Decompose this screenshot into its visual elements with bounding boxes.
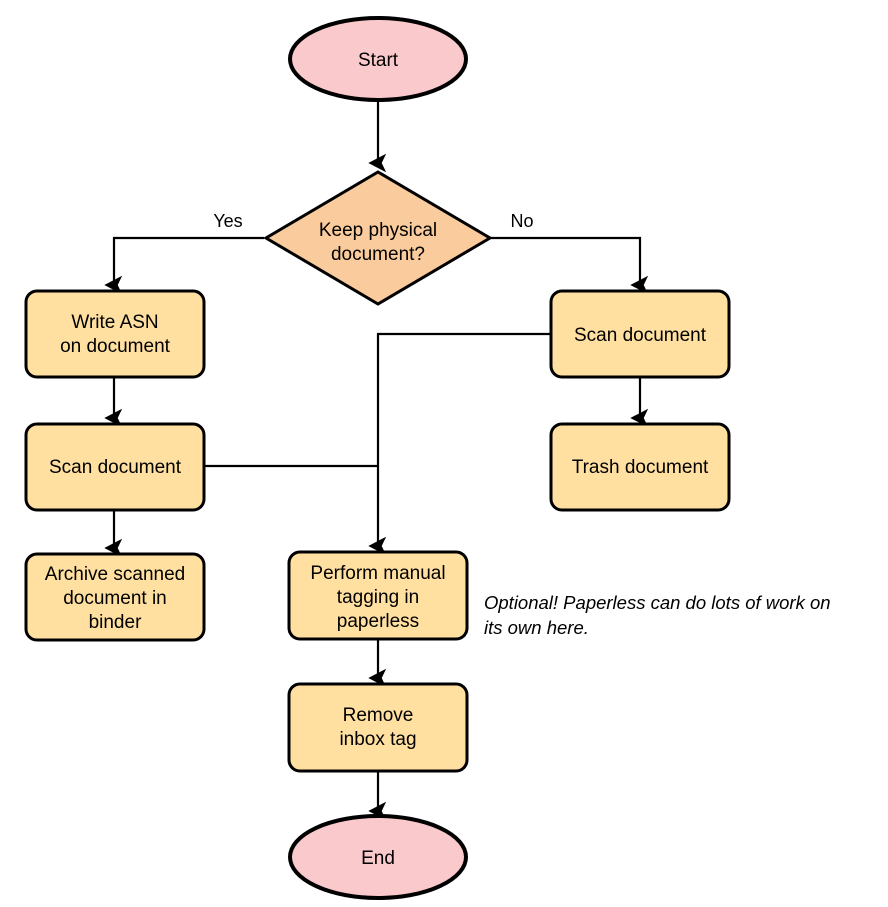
- node-scan-document-right[interactable]: Scan document: [549, 289, 731, 379]
- remove-inbox-tag-box-shape: [287, 682, 469, 773]
- node-archive-scanned-document[interactable]: Archive scanned document in binder: [24, 552, 206, 642]
- archive-label-line2: document in: [63, 588, 167, 609]
- scan-document-right-box-shape: [549, 289, 731, 379]
- edge-scan-right-to-manual-tagging: [368, 332, 551, 556]
- remove-inbox-label-line1: Remove: [343, 705, 414, 726]
- node-end[interactable]: End: [288, 814, 468, 900]
- scan-document-right-label: Scan document: [574, 325, 707, 346]
- decision-label-line2: document?: [331, 244, 425, 265]
- manual-tagging-label-line1: Perform manual: [310, 563, 445, 584]
- edge-label-no: No: [510, 211, 533, 231]
- end-label: End: [361, 848, 395, 869]
- trash-document-label: Trash document: [572, 457, 709, 478]
- archive-label-line1: Archive scanned: [45, 564, 185, 585]
- edge-label-yes: Yes: [213, 211, 242, 231]
- node-start[interactable]: Start: [288, 16, 468, 102]
- start-ellipse-shape: [288, 16, 468, 102]
- decision-diamond-shape: [263, 170, 493, 306]
- edge-decision-yes-to-write-asn: [104, 236, 264, 295]
- edge-decision-no-to-scan-right: [490, 236, 649, 295]
- annotation-note-line1: Optional! Paperless can do lots of work …: [484, 592, 831, 613]
- manual-tagging-box-shape: [287, 550, 469, 641]
- start-label: Start: [358, 50, 399, 71]
- manual-tagging-label-line3: paperless: [337, 611, 419, 632]
- node-perform-manual-tagging[interactable]: Perform manual tagging in paperless: [287, 550, 469, 641]
- node-decision-keep-physical-document[interactable]: Keep physical document?: [263, 170, 493, 306]
- write-asn-box-shape: [24, 289, 206, 379]
- annotation-optional-note: Optional! Paperless can do lots of work …: [484, 592, 831, 638]
- node-remove-inbox-tag[interactable]: Remove inbox tag: [287, 682, 469, 773]
- node-scan-document-left[interactable]: Scan document: [24, 422, 206, 512]
- scan-document-left-label: Scan document: [49, 457, 182, 478]
- node-trash-document[interactable]: Trash document: [549, 422, 731, 512]
- archive-box-shape: [24, 552, 206, 642]
- archive-label-line3: binder: [89, 612, 142, 633]
- trash-document-box-shape: [549, 422, 731, 512]
- write-asn-label-line2: on document: [60, 336, 171, 357]
- node-write-asn-on-document[interactable]: Write ASN on document: [24, 289, 206, 379]
- annotation-note-line2: its own here.: [484, 617, 589, 638]
- manual-tagging-label-line2: tagging in: [337, 587, 419, 608]
- write-asn-label-line1: Write ASN: [71, 312, 158, 333]
- end-ellipse-shape: [288, 814, 468, 900]
- decision-label-line1: Keep physical: [319, 220, 437, 241]
- remove-inbox-label-line2: inbox tag: [339, 729, 416, 750]
- scan-document-left-box-shape: [24, 422, 206, 512]
